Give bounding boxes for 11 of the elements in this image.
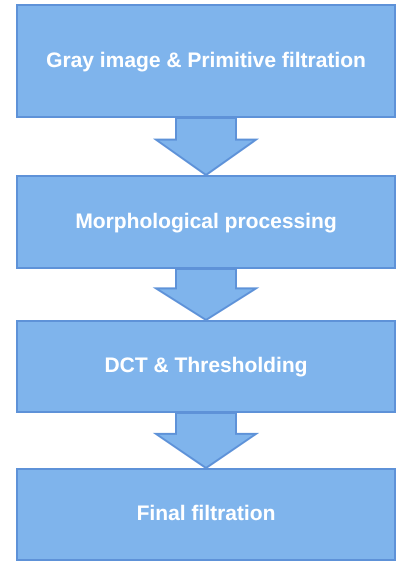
process-box [16,175,396,269]
step-label: Morphological processing [75,208,337,235]
process-box [16,468,396,561]
block-arrow [152,412,260,470]
step-label: Gray image & Primitive filtration [46,48,366,74]
block-arrow [152,268,260,322]
step-label: DCT & Thresholding [104,353,308,380]
process-box [16,4,396,118]
process-box [16,320,396,413]
block-arrow [152,117,260,176]
step-label: Final filtration [136,501,276,528]
